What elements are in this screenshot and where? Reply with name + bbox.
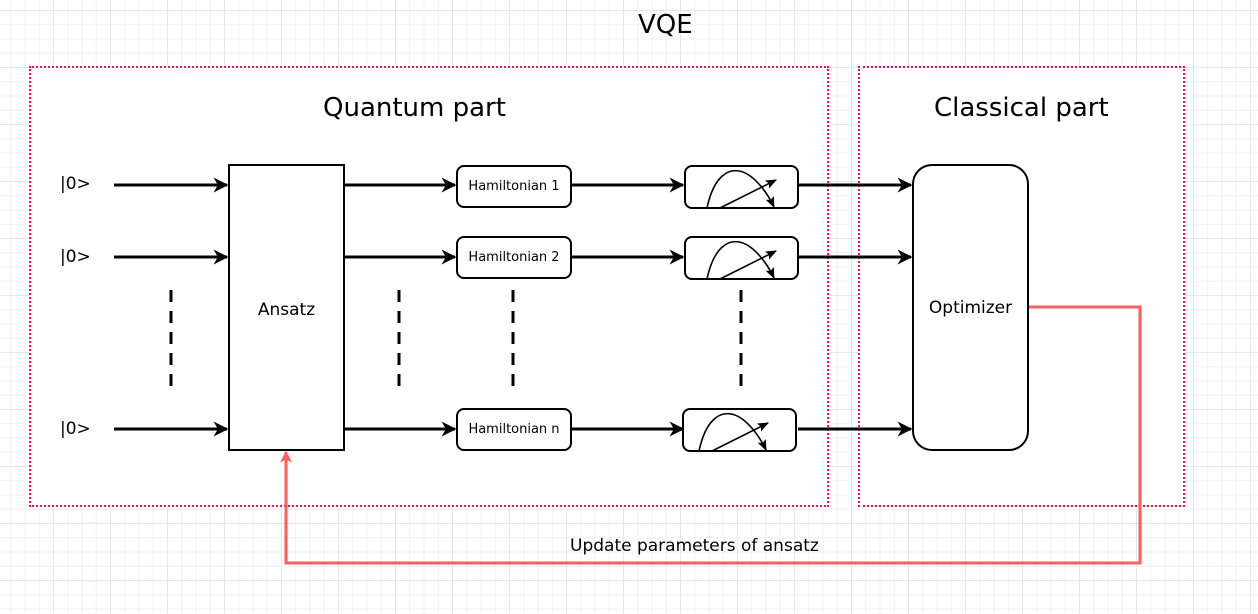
diagram-title: VQE [638,10,693,40]
optimizer-label: Optimizer [928,297,1013,318]
feedback-label: Update parameters of ansatz [570,536,819,556]
hamiltonian-label: Hamiltonian n [468,422,560,437]
input-state-label: |0> [60,419,91,439]
hamiltonian-label: Hamiltonian 1 [468,179,560,194]
hamiltonian-block[interactable]: Hamiltonian 1 [456,165,572,208]
ansatz-label: Ansatz [257,300,316,320]
input-state-label: |0> [60,174,91,194]
meter-icon[interactable] [684,236,799,280]
quantum-part-label: Quantum part [323,93,506,123]
hamiltonian-block[interactable]: Hamiltonian 2 [456,236,572,279]
meter-icon[interactable] [684,165,799,209]
hamiltonian-block[interactable]: Hamiltonian n [456,408,572,451]
ansatz-block[interactable]: Ansatz [228,164,345,451]
classical-part-label: Classical part [934,93,1109,123]
hamiltonian-label: Hamiltonian 2 [468,250,560,265]
optimizer-block[interactable]: Optimizer [912,164,1029,451]
feedback-arrow [280,305,1142,565]
meter-icon[interactable] [682,408,797,452]
input-state-label: |0> [60,247,91,267]
